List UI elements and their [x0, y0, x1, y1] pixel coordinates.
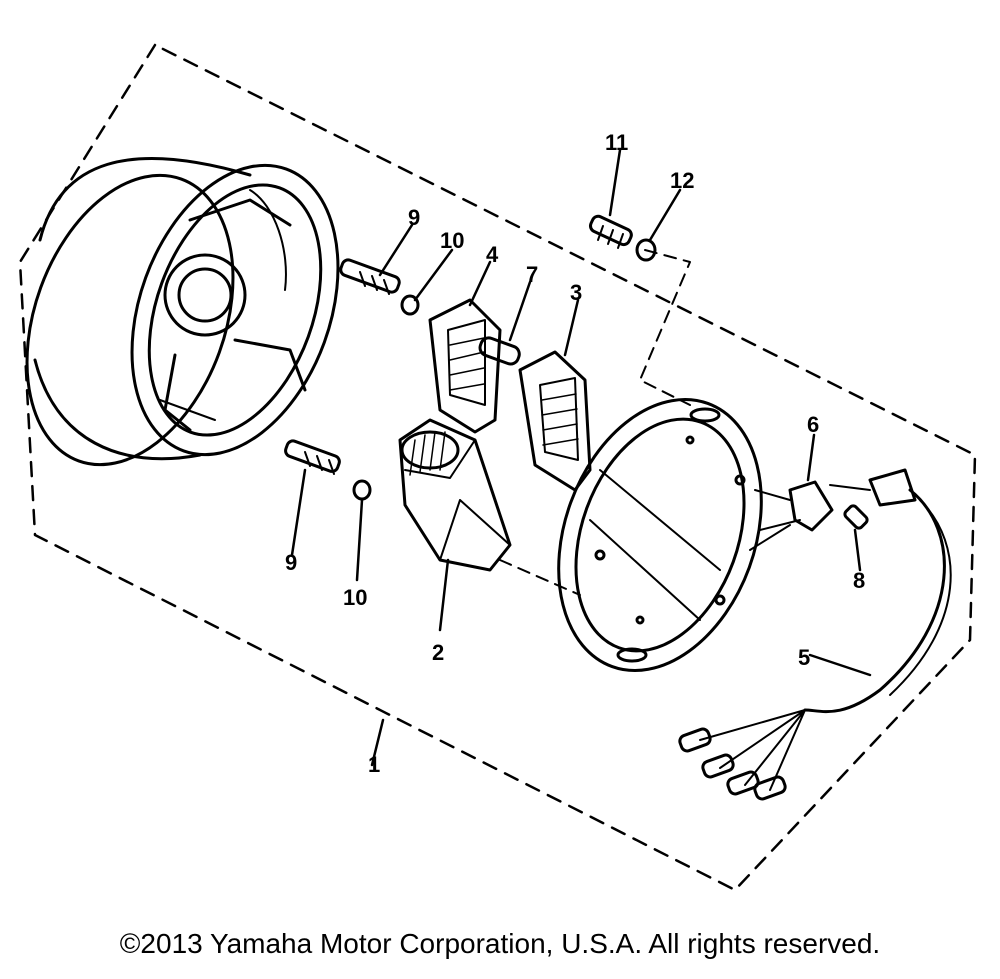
terminal-6 [749, 480, 834, 551]
callout-10-lower: 10 [343, 585, 367, 610]
callout-3: 3 [570, 280, 582, 305]
callout-8: 8 [853, 568, 865, 593]
callout-11: 11 [605, 130, 628, 155]
pulser-coil-3 [518, 350, 592, 492]
exploded-parts-diagram: 1 2 3 4 5 6 7 8 9 9 10 10 11 12 [18, 43, 977, 892]
washer-12 [635, 238, 657, 262]
screw-11 [588, 214, 633, 249]
copyright-notice: ©2013 Yamaha Motor Corporation, U.S.A. A… [119, 928, 881, 959]
callout-12: 12 [670, 168, 694, 193]
callout-1: 1 [368, 752, 380, 777]
charge-coil-2 [398, 418, 512, 572]
guide-line-center [499, 559, 581, 596]
callout-10-upper: 10 [440, 228, 464, 253]
callout-9-lower: 9 [285, 550, 297, 575]
callout-4: 4 [486, 242, 499, 267]
washer-10-lower [352, 479, 372, 501]
callout-5: 5 [798, 645, 810, 670]
flywheel-rotor [25, 157, 340, 467]
callout-9-upper: 9 [408, 205, 420, 230]
leader-lines [290, 148, 872, 767]
pin-7 [478, 336, 521, 366]
wire-harness-5 [678, 468, 952, 801]
stator-plate [557, 397, 763, 673]
pulser-coil-4 [428, 298, 502, 434]
guide-line-12 [639, 249, 691, 406]
screw-9-lower [284, 439, 341, 475]
screw-8 [843, 504, 869, 530]
callout-6: 6 [807, 412, 819, 437]
assembly-boundary [18, 43, 977, 892]
callout-2: 2 [432, 640, 444, 665]
screw-9-upper [339, 258, 401, 295]
callout-7: 7 [526, 262, 538, 287]
washer-10-upper [400, 294, 420, 316]
